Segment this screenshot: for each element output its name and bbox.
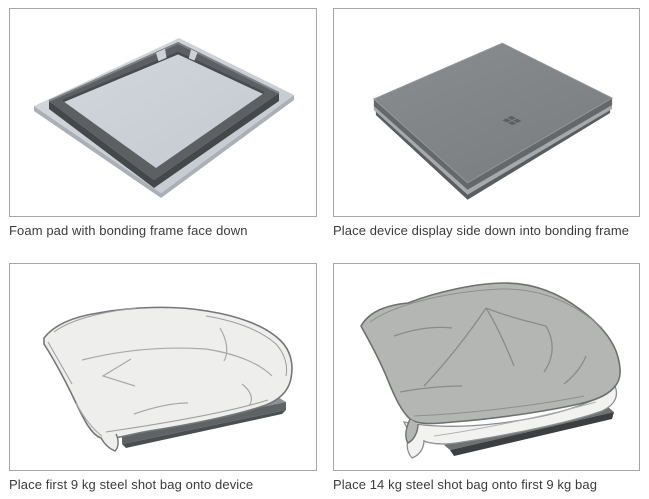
step-4-image-frame [333, 263, 640, 471]
step-panel-4: Place 14 kg steel shot bag onto first 9 … [333, 263, 640, 493]
step-panel-1: Foam pad with bonding frame face down [9, 8, 317, 239]
step-panel-2: Place device display side down into bond… [333, 8, 640, 239]
step-1-image-frame [9, 8, 317, 217]
step-4-caption: Place 14 kg steel shot bag onto first 9 … [333, 477, 598, 492]
white-shot-bag-illustration [43, 306, 293, 452]
step-3-image-frame [9, 263, 317, 471]
gray-shot-bag-stack-illustration [360, 282, 621, 459]
step-1-caption: Foam pad with bonding frame face down [9, 223, 248, 238]
foam-pad-bonding-frame-illustration [34, 38, 294, 198]
step-2-caption: Place device display side down into bond… [333, 223, 630, 238]
step-panel-3: Place first 9 kg steel shot bag onto dev… [9, 263, 317, 493]
step-2-image-frame [333, 8, 640, 217]
step-3-caption: Place first 9 kg steel shot bag onto dev… [9, 477, 254, 492]
device-logo-icon [502, 115, 522, 126]
device-face-down-illustration [372, 42, 614, 200]
